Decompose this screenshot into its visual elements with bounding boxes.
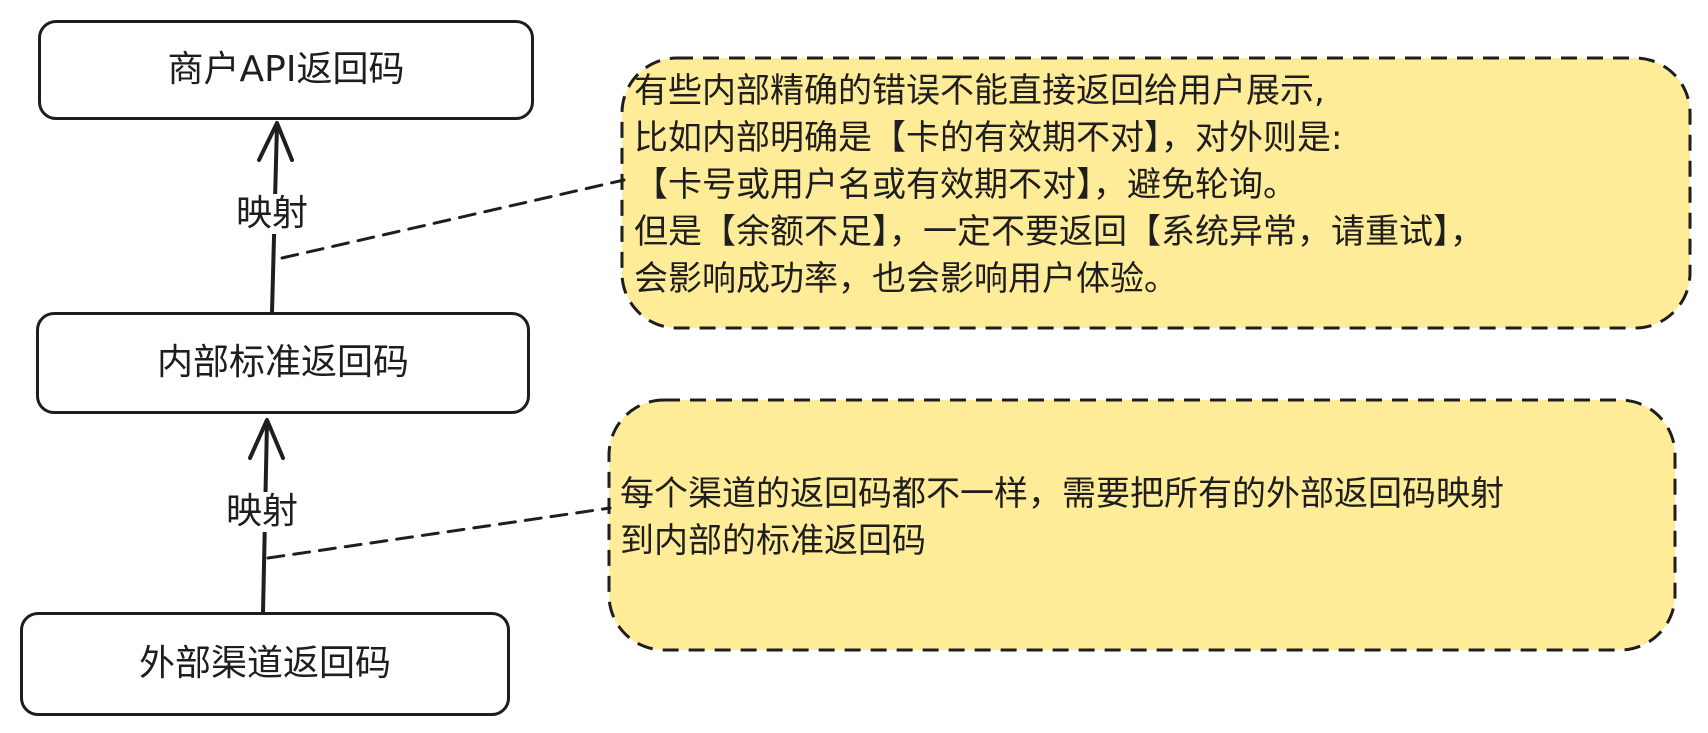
- upper-connector: [280, 178, 626, 260]
- upper-note-line: 但是【余额不足】，一定不要返回【系统异常，请重试】，: [634, 212, 1484, 252]
- external-channel-label: 外部渠道返回码: [138, 643, 391, 684]
- upper-note-line: 有些内部精确的错误不能直接返回给用户展示,: [634, 71, 1325, 111]
- upper-edge-label: 映射: [232, 194, 313, 234]
- internal-standard-node: 内部标准返回码: [36, 312, 530, 414]
- internal-standard-label: 内部标准返回码: [156, 342, 409, 383]
- lower-note-line: 每个渠道的返回码都不一样，需要把所有的外部返回码映射: [620, 474, 1504, 514]
- external-channel-node: 外部渠道返回码: [20, 612, 510, 716]
- upper-note-box: [620, 56, 1692, 330]
- upper-note-line: 会影响成功率，也会影响用户体验。: [634, 259, 1178, 299]
- lower-note: 每个渠道的返回码都不一样，需要把所有的外部返回码映射 到内部的标准返回码: [620, 471, 1504, 565]
- lower-note-box: [607, 398, 1677, 652]
- lower-arrow-head: [248, 418, 285, 460]
- merchant-api-node: 商户API返回码: [38, 20, 534, 120]
- lower-connector: [266, 506, 612, 560]
- upper-note-line: 比如内部明确是【卡的有效期不对】，对外则是:: [634, 118, 1343, 158]
- merchant-api-label: 商户API返回码: [167, 49, 405, 90]
- lower-edge-label: 映射: [222, 492, 303, 532]
- upper-note: 有些内部精确的错误不能直接返回给用户展示, 比如内部明确是【卡的有效期不对】，对…: [634, 68, 1484, 303]
- upper-note-line: 【卡号或用户名或有效期不对】，避免轮询。: [634, 165, 1297, 205]
- lower-note-line: 到内部的标准返回码: [620, 521, 926, 561]
- upper-arrow-head: [257, 121, 294, 162]
